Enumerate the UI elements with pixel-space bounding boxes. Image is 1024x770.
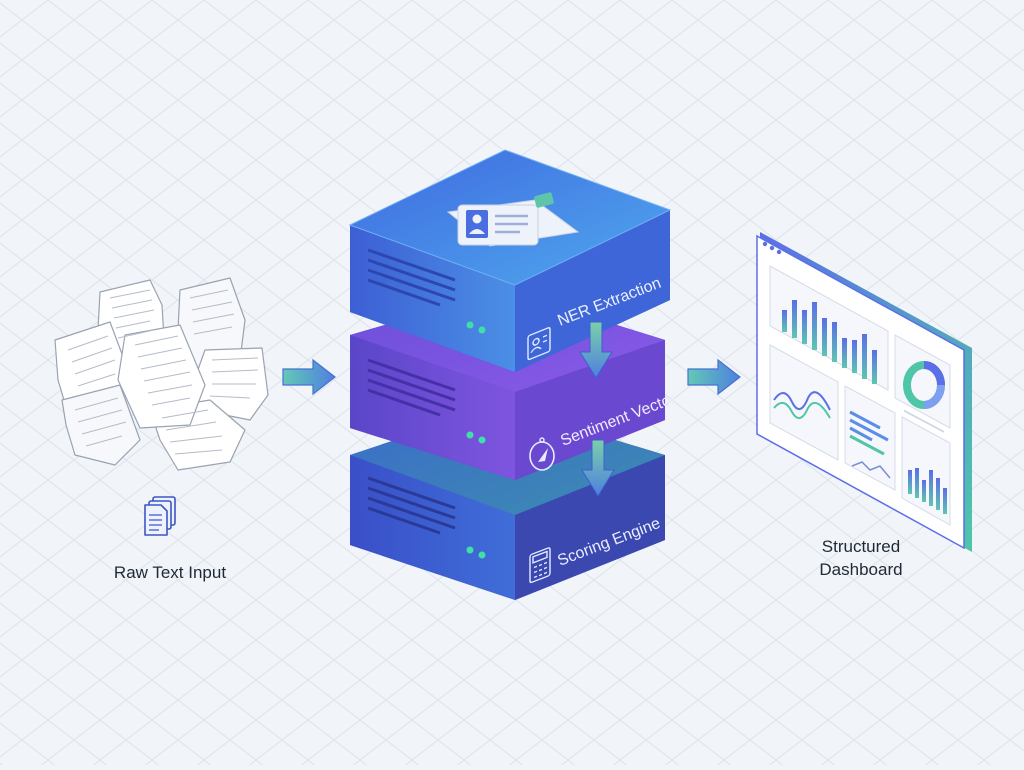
structured-label: Structured: [822, 537, 900, 556]
raw-text-input-label: Raw Text Input: [114, 563, 226, 582]
document-stack-icon: [145, 497, 175, 535]
dashboard-label: Dashboard: [819, 560, 902, 579]
